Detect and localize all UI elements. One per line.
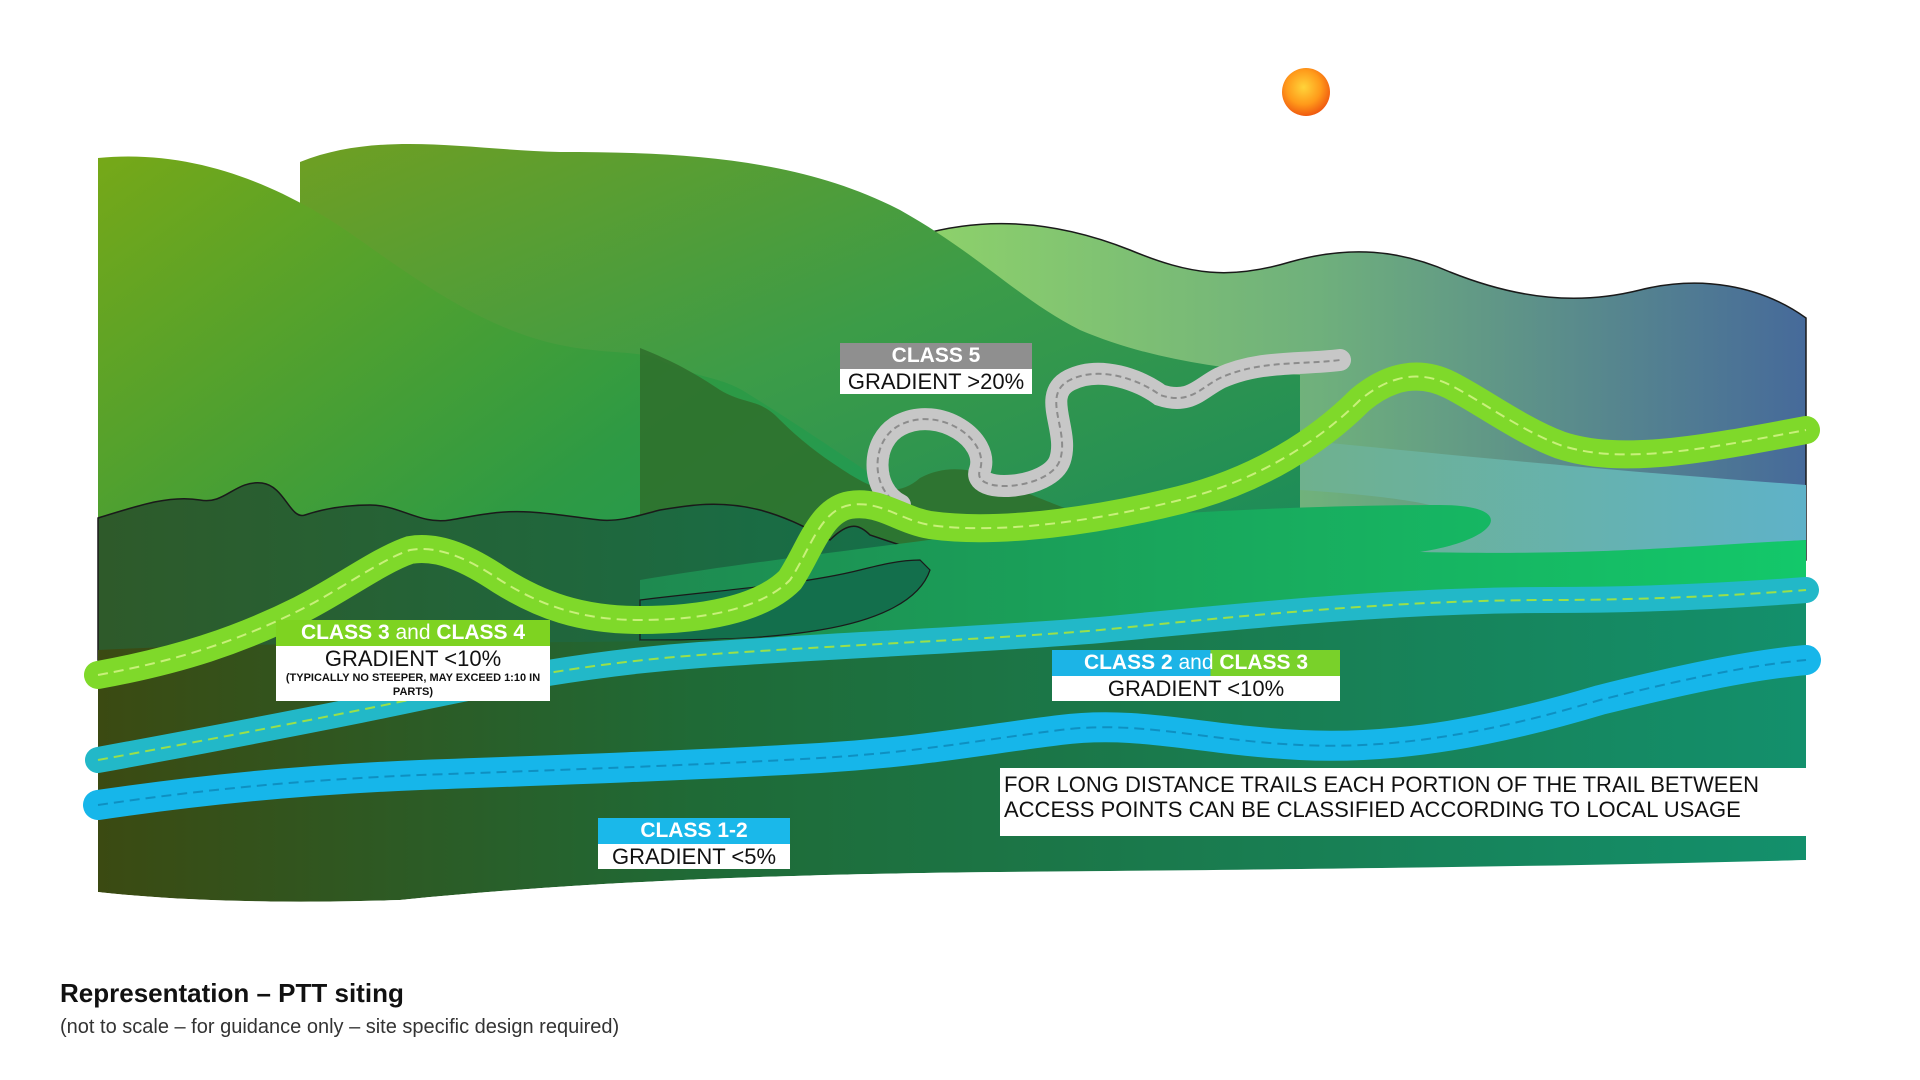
label-class34-title-and: and — [395, 621, 431, 644]
label-class12: CLASS 1-2 GRADIENT <5% — [598, 818, 790, 869]
label-class34-gradient: GRADIENT <10% — [276, 646, 550, 671]
label-class23-title-and: and — [1178, 651, 1214, 674]
label-class5-gradient: GRADIENT >20% — [840, 369, 1032, 394]
label-class12-gradient: GRADIENT <5% — [598, 844, 790, 869]
label-class5-title: CLASS 5 — [840, 343, 1032, 369]
sun-icon — [1282, 68, 1330, 116]
label-class34: CLASS 3 and CLASS 4 GRADIENT <10% (TYPIC… — [276, 620, 550, 701]
label-class23-title: CLASS 2 and CLASS 3 — [1052, 650, 1340, 676]
trail-class5-edge — [876, 359, 1341, 506]
trail-class34-edge — [97, 375, 1807, 676]
trail-class23-edge — [97, 589, 1807, 761]
label-class23-gradient: GRADIENT <10% — [1052, 676, 1340, 701]
label-class34-note: (TYPICALLY NO STEEPER, MAY EXCEED 1:10 I… — [276, 671, 550, 701]
caption-title: Representation – PTT siting — [60, 978, 404, 1008]
foreground-edge — [98, 860, 1806, 1080]
label-class23: CLASS 2 and CLASS 3 GRADIENT <10% — [1052, 650, 1340, 701]
label-class34-title-b: CLASS 4 — [436, 621, 526, 644]
label-class34-title: CLASS 3 and CLASS 4 — [276, 620, 550, 646]
label-class5: CLASS 5 GRADIENT >20% — [840, 343, 1032, 394]
label-class12-title: CLASS 1-2 — [598, 818, 790, 844]
label-class23-title-a: CLASS 2 — [1083, 651, 1173, 674]
dark-ridge — [640, 348, 1080, 560]
caption-subtitle: (not to scale – for guidance only – site… — [60, 1016, 620, 1038]
label-class23-title-b: CLASS 3 — [1219, 651, 1309, 674]
label-class34-title-a: CLASS 3 — [300, 621, 390, 644]
trail-class12-edge — [97, 659, 1807, 806]
long-distance-note: FOR LONG DISTANCE TRAILS EACH PORTION OF… — [1000, 768, 1806, 836]
